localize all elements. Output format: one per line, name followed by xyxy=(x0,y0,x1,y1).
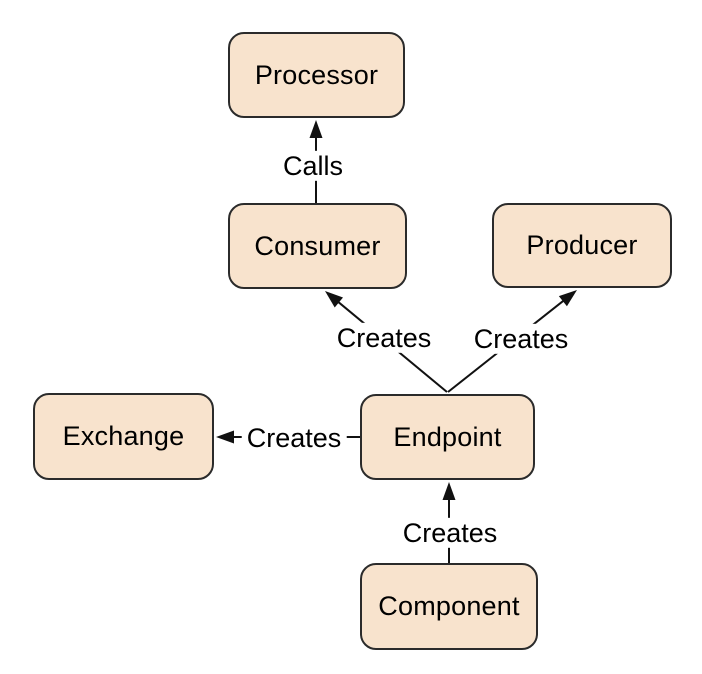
edge-label-component-creates-endpoint: Creates xyxy=(397,517,503,549)
arrowhead-icon xyxy=(216,430,234,444)
arrowhead-icon xyxy=(309,120,323,138)
node-label: Component xyxy=(378,591,520,621)
edge-label-consumer-calls-processor: Calls xyxy=(277,150,349,182)
edge-label-endpoint-creates-producer: Creates xyxy=(468,323,574,355)
arrowhead-icon xyxy=(442,482,456,500)
arrowhead-icon xyxy=(558,290,577,307)
arrowhead-icon xyxy=(325,291,344,308)
node-exchange: Exchange xyxy=(33,393,214,480)
node-label: Endpoint xyxy=(393,421,502,452)
node-component: Component xyxy=(360,563,538,650)
node-label: Producer xyxy=(526,230,638,260)
edge-label-endpoint-creates-consumer: Creates xyxy=(331,322,437,354)
node-endpoint: Endpoint xyxy=(360,394,535,480)
node-producer: Producer xyxy=(492,203,672,288)
node-processor: Processor xyxy=(228,32,405,118)
node-consumer: Consumer xyxy=(228,203,407,289)
node-label: Consumer xyxy=(254,230,381,261)
edge-label-endpoint-creates-exchange: Creates xyxy=(241,422,347,454)
node-label: Exchange xyxy=(62,421,185,451)
node-label: Processor xyxy=(254,59,379,90)
